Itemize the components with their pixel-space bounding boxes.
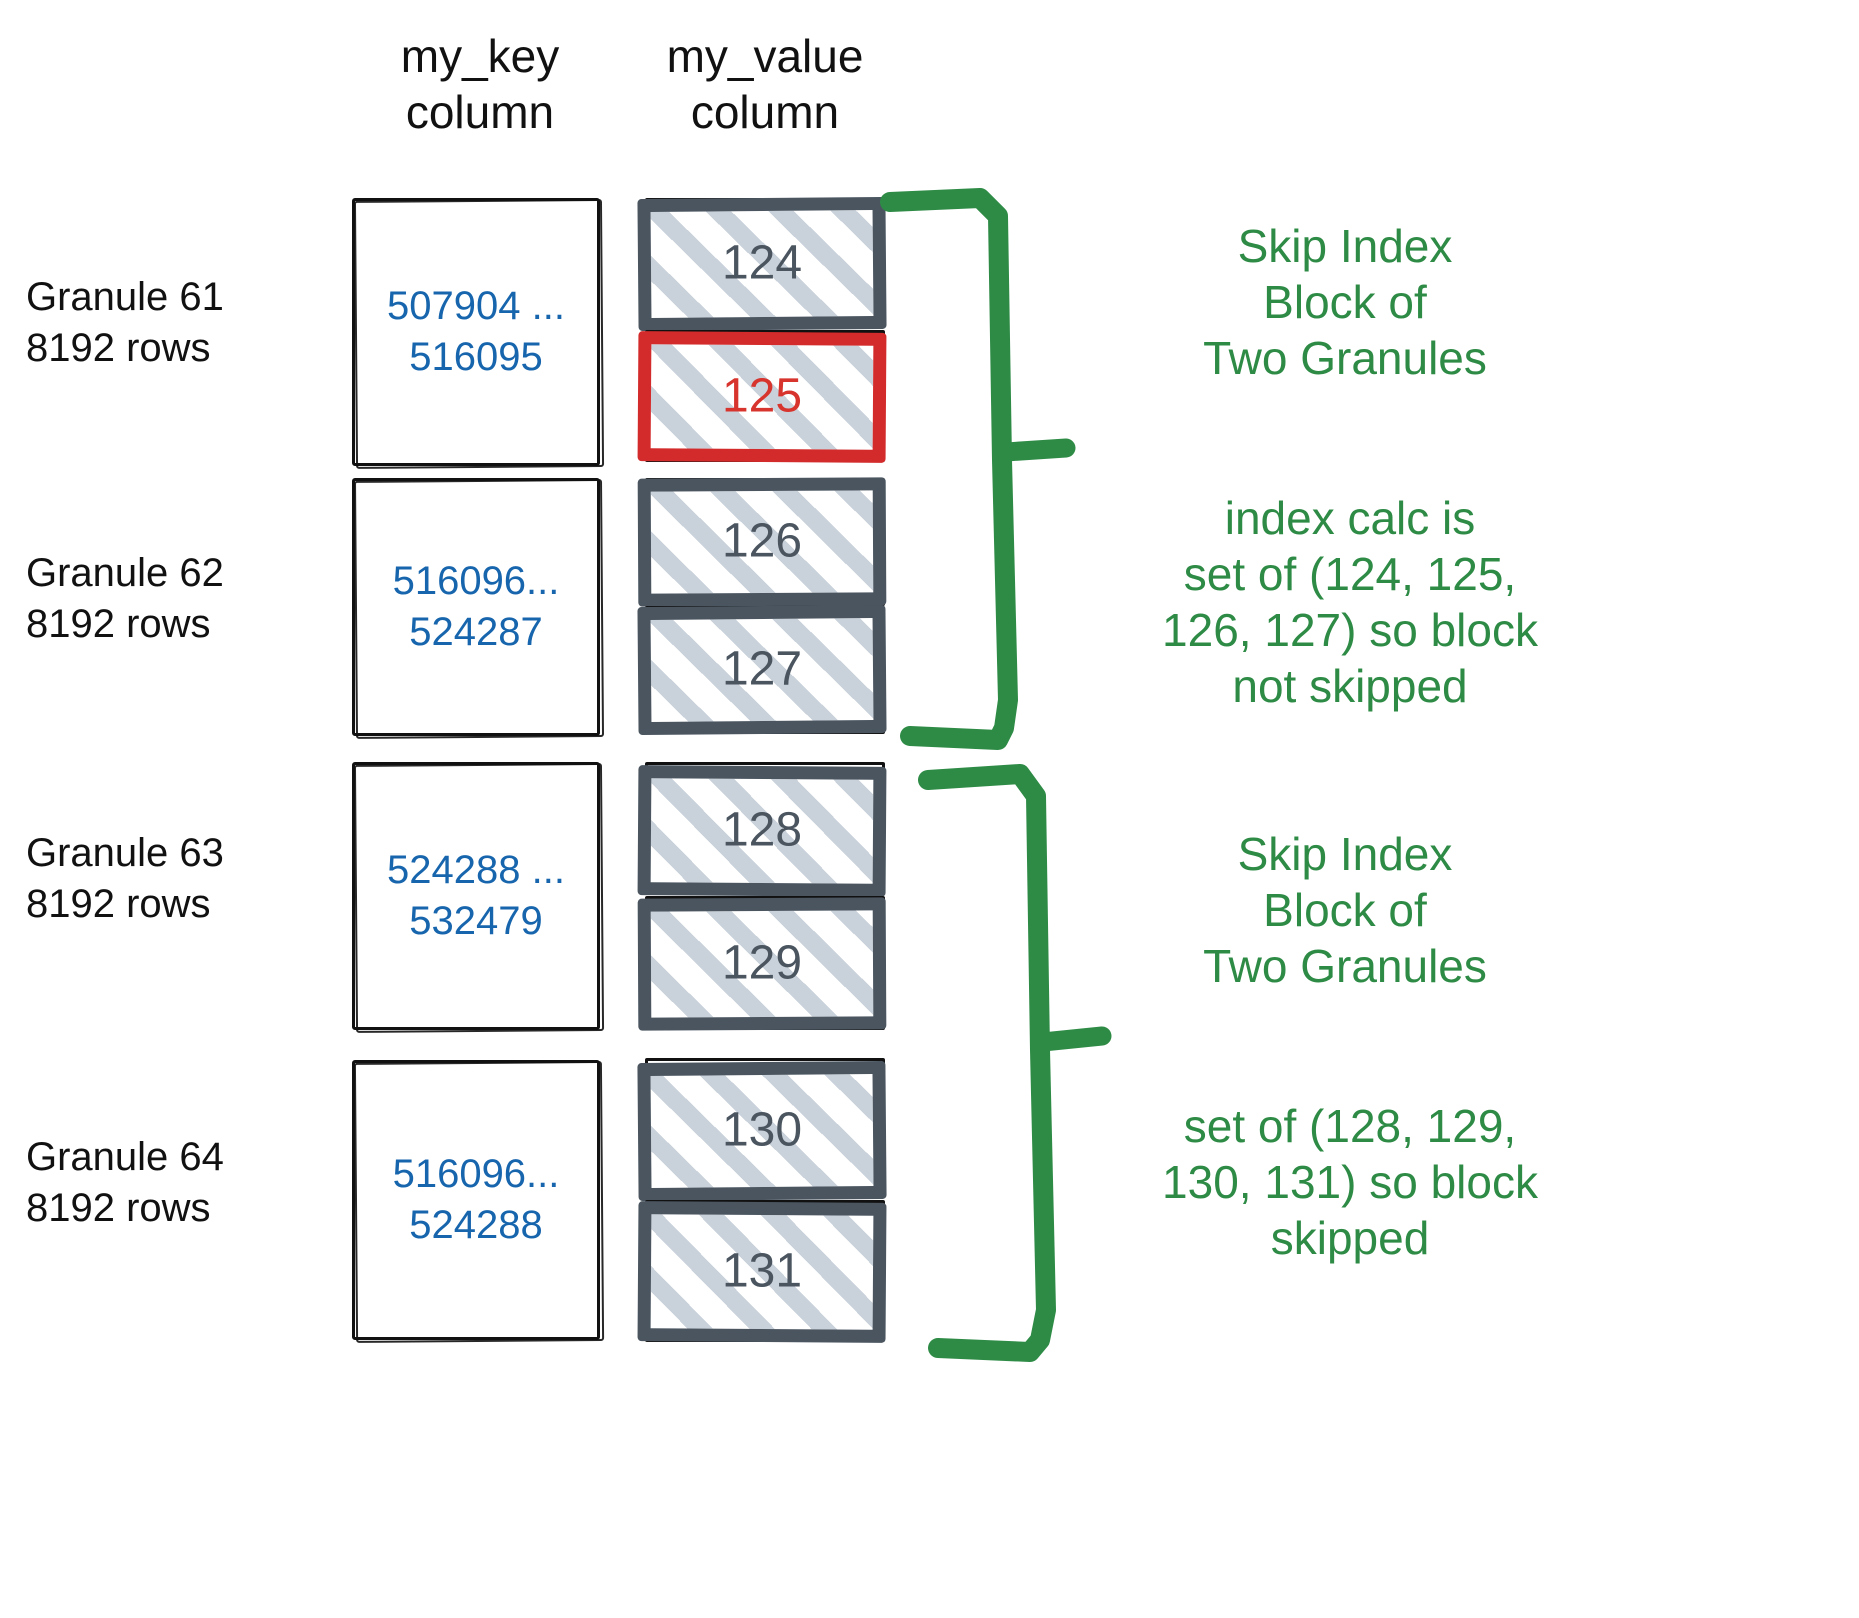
key-box-outline <box>352 762 600 1030</box>
key-range-64: 516096... 524288 <box>392 1151 560 1247</box>
annotation-block-2-title: Skip Index Block of Two Granules <box>1203 828 1487 993</box>
value-cell-124: 124 <box>637 196 887 332</box>
granule-label-61: Granule 61 8192 rows <box>26 275 224 371</box>
value-cell-131: 131 <box>637 1201 887 1343</box>
value-text-124: 124 <box>721 236 803 290</box>
bracket-block-2-tick <box>1033 1026 1112 1052</box>
granule-label-64: Granule 64 8192 rows <box>26 1135 224 1231</box>
value-cell-128: 128 <box>637 765 887 897</box>
value-text-128: 128 <box>721 803 803 857</box>
value-cell-126: 126 <box>637 477 887 607</box>
value-cell-125: 125 <box>637 331 887 463</box>
value-text-129: 129 <box>721 936 803 990</box>
bracket-block-1-tick <box>996 438 1076 462</box>
key-column-header: my_key column <box>400 30 560 139</box>
value-text-130: 130 <box>721 1103 803 1157</box>
value-cell-129: 129 <box>637 897 887 1031</box>
key-box-outline <box>352 478 600 736</box>
key-range-62: 516096... 524287 <box>392 558 560 654</box>
key-cell-granule-62: 516096... 524287 <box>352 478 605 739</box>
value-text-125: 125 <box>721 369 803 423</box>
granule-label-62: Granule 62 8192 rows <box>26 551 224 647</box>
key-box-outline <box>352 198 600 466</box>
annotation-block-2-note: set of (128, 129, 130, 131) so block ski… <box>1162 1100 1538 1265</box>
key-cell-granule-61: 507904 ... 516095 <box>352 198 605 469</box>
key-cell-granule-63: 524288 ... 532479 <box>352 762 605 1033</box>
annotation-block-1-note: index calc is set of (124, 125, 126, 127… <box>1162 492 1538 713</box>
key-range-63: 524288 ... 532479 <box>387 847 565 943</box>
annotation-block-1-title: Skip Index Block of Two Granules <box>1203 220 1487 385</box>
bracket-block-2 <box>918 764 1056 1362</box>
key-cell-granule-64: 516096... 524288 <box>352 1060 605 1343</box>
bracket-block-1 <box>880 188 1018 750</box>
granule-label-63: Granule 63 8192 rows <box>26 831 224 927</box>
key-box-outline <box>352 1060 600 1340</box>
value-text-127: 127 <box>721 642 803 696</box>
value-cell-130: 130 <box>637 1060 887 1202</box>
value-text-131: 131 <box>721 1244 803 1298</box>
value-cell-127: 127 <box>637 604 887 736</box>
value-column-header: my_value column <box>666 30 864 139</box>
value-text-126: 126 <box>721 514 803 568</box>
key-range-61: 507904 ... 516095 <box>387 283 565 379</box>
